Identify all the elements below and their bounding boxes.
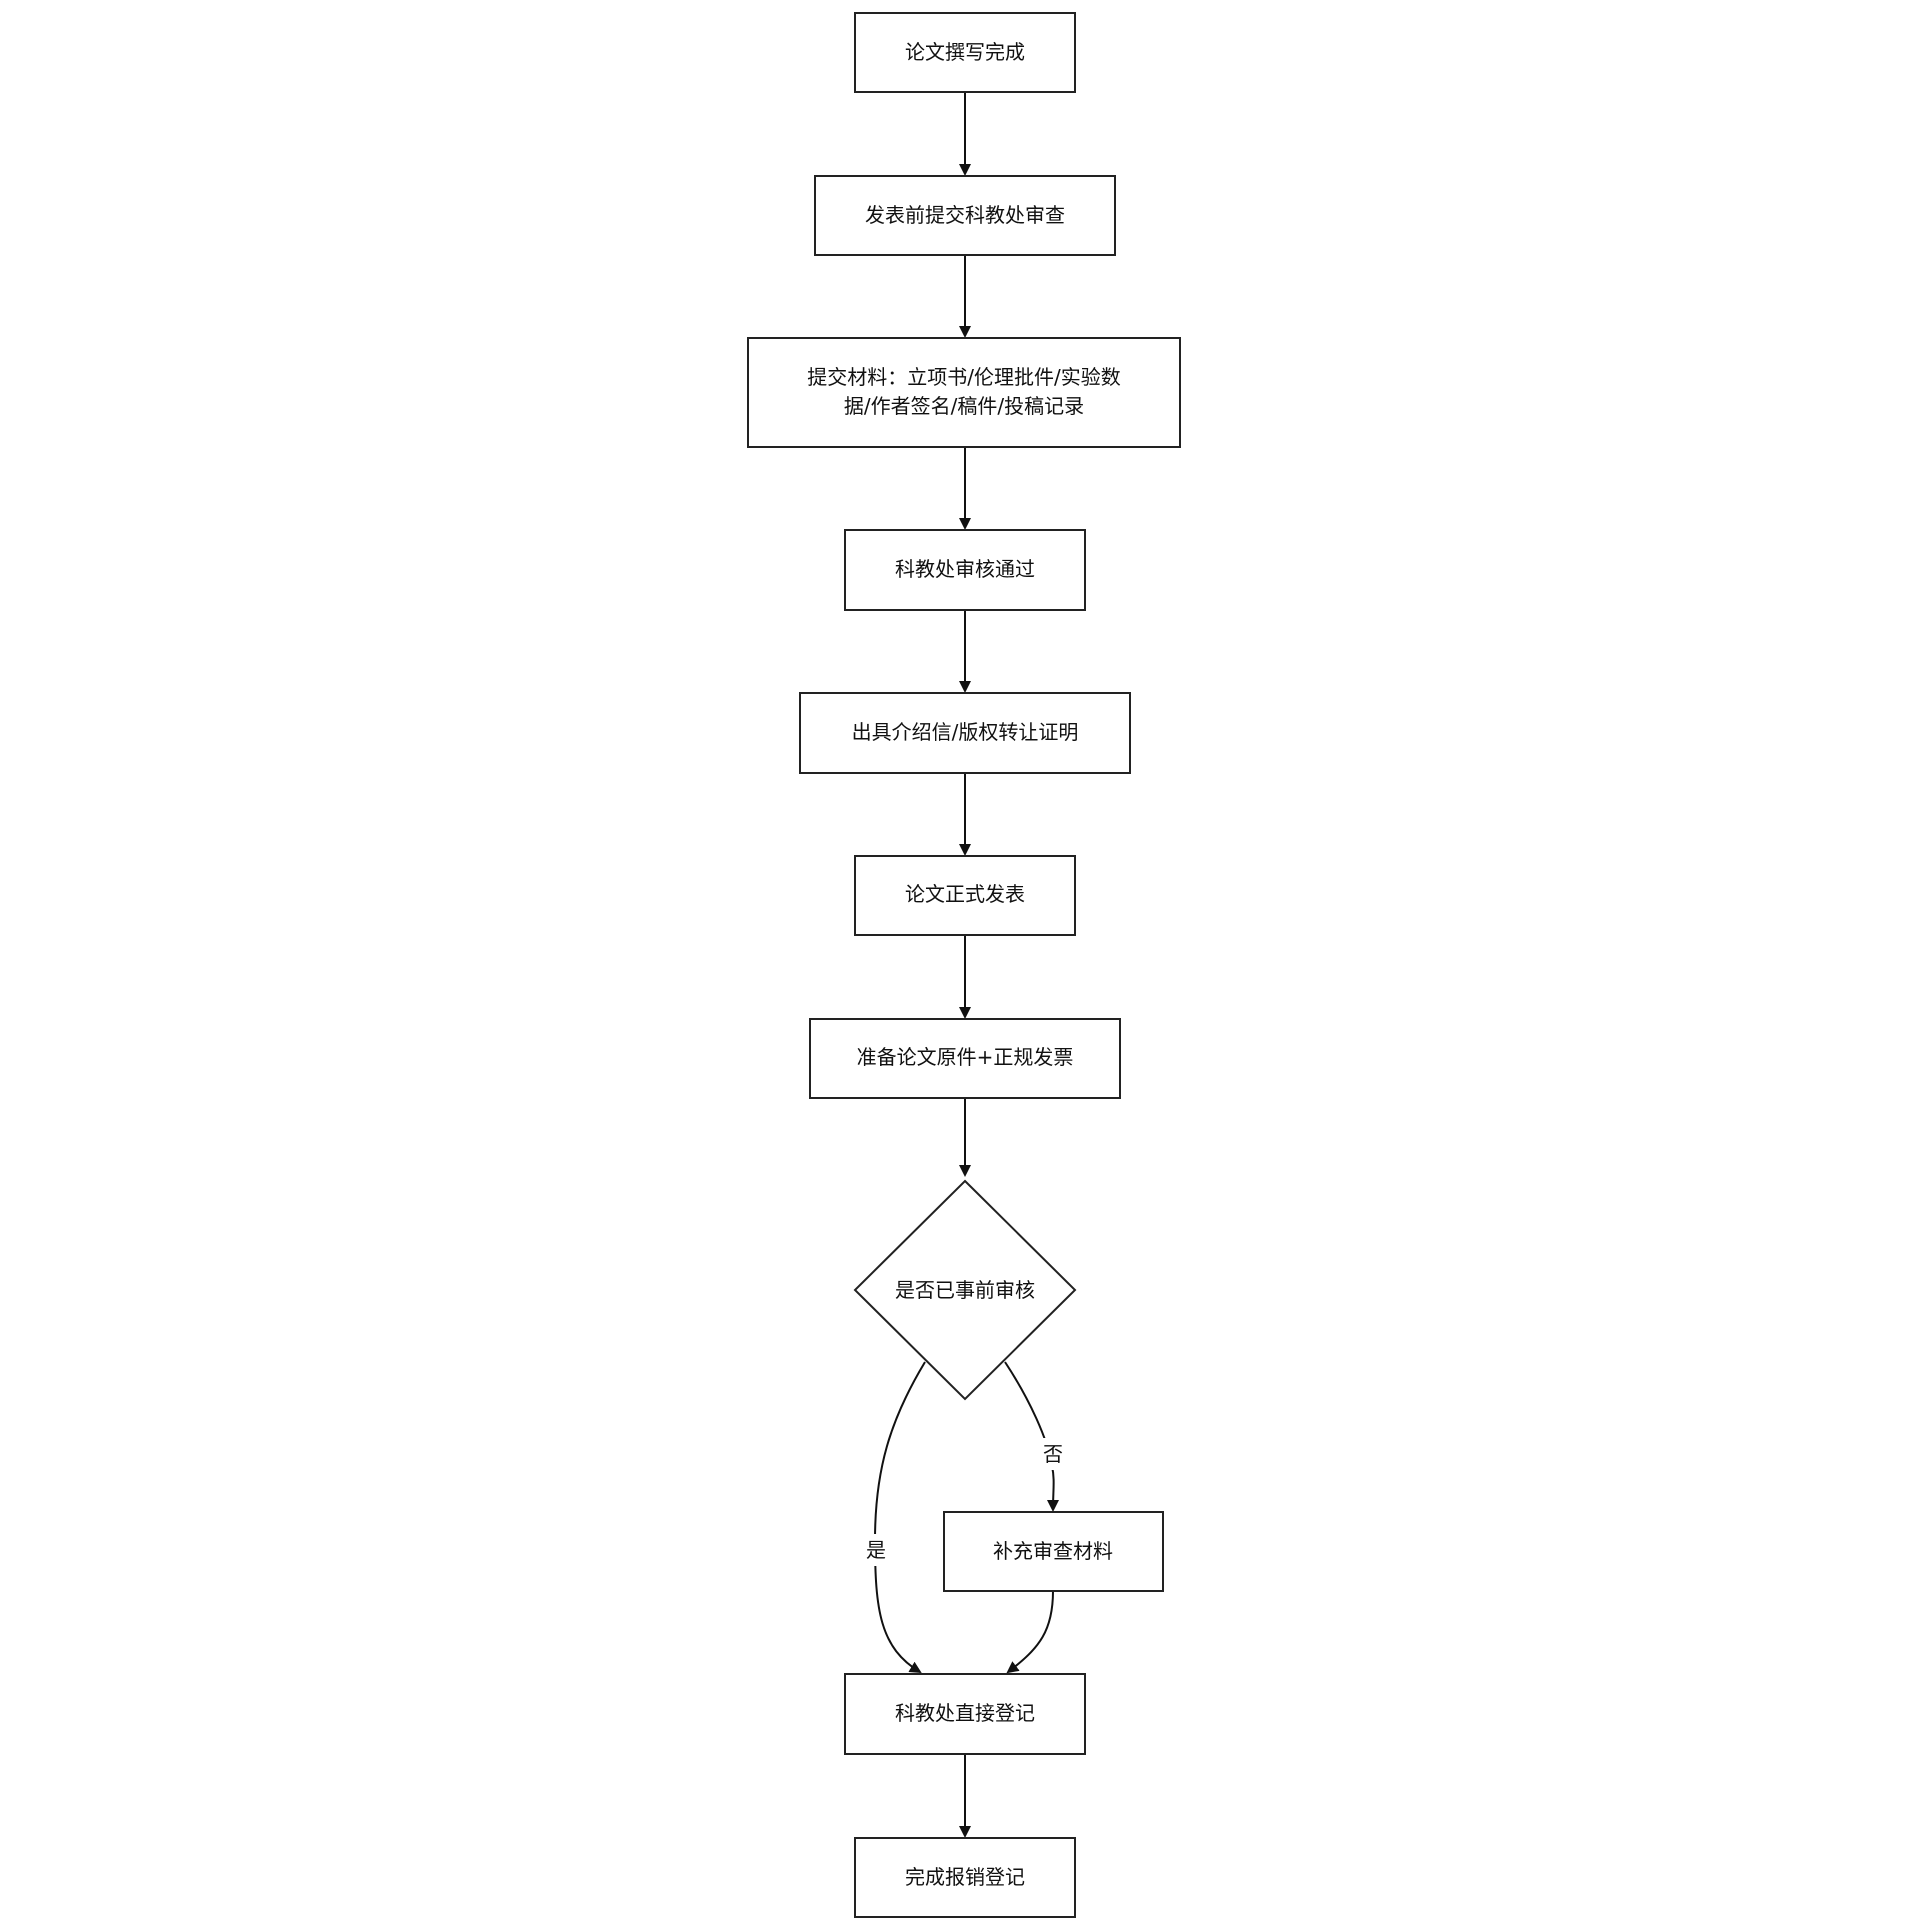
node-direct-registration: 科教处直接登记 xyxy=(844,1673,1086,1755)
decision-label: 是否已事前审核 xyxy=(895,1278,1035,1302)
node-label: 科教处审核通过 xyxy=(895,557,1035,581)
node-review-approved: 科教处审核通过 xyxy=(844,529,1086,611)
edge-n8-n9 xyxy=(1006,1590,1054,1674)
node-label: 论文正式发表 xyxy=(905,882,1025,906)
node-label: 补充审查材料 xyxy=(993,1539,1113,1563)
node-label-line1: 提交材料：立项书/伦理批件/实验数 xyxy=(807,365,1120,389)
node-label: 出具介绍信/版权转让证明 xyxy=(852,720,1079,744)
decision-pre-reviewed: 是否已事前审核 xyxy=(853,1179,1077,1401)
edge-d1-n8-no xyxy=(1004,1361,1060,1512)
node-label: 完成报销登记 xyxy=(905,1865,1025,1889)
node-label: 发表前提交科教处审查 xyxy=(865,203,1065,227)
node-supplement-materials: 补充审查材料 xyxy=(943,1511,1164,1592)
node-prepare-documents: 准备论文原件+正规发票 xyxy=(809,1018,1121,1099)
node-issue-letter: 出具介绍信/版权转让证明 xyxy=(799,692,1131,774)
node-submit-materials: 提交材料：立项书/伦理批件/实验数 据/作者签名/稿件/投稿记录 xyxy=(747,337,1181,448)
node-label: 科教处直接登记 xyxy=(895,1701,1035,1725)
node-paper-completed: 论文撰写完成 xyxy=(854,12,1076,93)
node-label: 准备论文原件+正规发票 xyxy=(857,1045,1074,1069)
edge-label-no: 否 xyxy=(1043,1442,1063,1466)
node-published: 论文正式发表 xyxy=(854,855,1076,936)
node-label-line2: 据/作者签名/稿件/投稿记录 xyxy=(844,394,1084,418)
edge-labels: 否 是 xyxy=(862,1438,1068,1566)
node-submit-review: 发表前提交科教处审查 xyxy=(814,175,1116,256)
edge-label-yes: 是 xyxy=(866,1538,886,1562)
node-label: 论文撰写完成 xyxy=(905,40,1025,64)
edge-d1-n9-yes xyxy=(873,1361,926,1674)
node-reimbursement-done: 完成报销登记 xyxy=(854,1837,1076,1918)
